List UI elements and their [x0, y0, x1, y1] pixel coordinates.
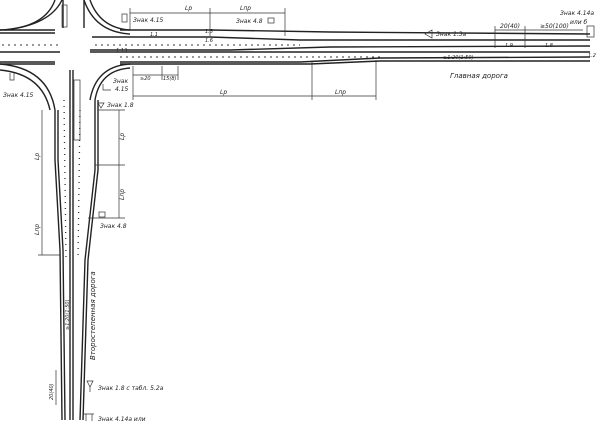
corner-top-right [89, 0, 131, 31]
label-sign-4-15-mid-num: 4.15 [115, 86, 129, 93]
label-sign-4-14a-bottom: Знак 4.14а или [98, 416, 146, 423]
secondary-right-edge [79, 100, 96, 421]
label-sign-1-8: Знак 1.8 [107, 102, 134, 109]
sign-4-14a-bottom-icon [84, 413, 94, 421]
corner-bottom-right [89, 63, 131, 101]
label-sign-4-15-mid: Знак [113, 78, 128, 85]
label-sign-1-8-tabl: Знак 1.8 с табл. 5.2а [98, 385, 164, 392]
label-taper-side: ≥1:20(1:50) [65, 299, 71, 330]
secondary-left-edge-2 [57, 110, 66, 421]
main-road-top-edge-right [120, 29, 591, 35]
sign-4-15-top-icon [121, 13, 128, 23]
marking-1-6: 1.6 [205, 38, 213, 44]
secondary-road [54, 70, 99, 421]
sign-1-3a-icon [424, 29, 433, 39]
label-lp-side-left: Lр [34, 153, 41, 160]
sign-4-8-side-icon [98, 211, 106, 218]
sign-4-15-left-icon [9, 73, 15, 81]
sign-1-8-tabl-icon [86, 380, 94, 392]
corner-top-right-2 [83, 0, 131, 35]
marking-1-13: 1.13 [116, 48, 127, 54]
sign-4-14a-icon [586, 25, 595, 38]
corner-bottom-right-2 [94, 67, 131, 101]
label-lpr-side: Lпр [119, 189, 126, 200]
label-secondary-road: Второстепенная дорога [89, 271, 97, 360]
label-sign-1-3a: Знак 1.3а [436, 31, 467, 38]
label-sign-4-15-top: Знак 4.15 [133, 17, 164, 24]
label-lpr-side-left: Lпр [34, 224, 41, 235]
sign-4-15-mid-icon [102, 84, 111, 91]
label-15-8: 15(8) [163, 76, 176, 82]
dimension-lines [38, 8, 583, 405]
intersection-corners [0, 0, 131, 111]
sign-1-8-icon [97, 102, 105, 109]
main-road-lane-line-1 [92, 36, 590, 41]
label-sign-4-8-top: Знак 4.8 [236, 18, 263, 25]
label-lpr-top: Lпр [240, 5, 251, 12]
label-ge-20: ≥20 [140, 76, 151, 82]
marking-1-9: 1.9 [505, 43, 513, 49]
marking-1-2: 1.2 [588, 53, 596, 59]
signs [9, 13, 595, 421]
sign-4-8-top-icon [267, 17, 275, 24]
main-road-bottom-lane [120, 56, 591, 63]
label-main-road: Главная дорога [450, 72, 508, 80]
main-road-center-right [90, 45, 591, 51]
labels: Lр Lпр Знак 4.15 Знак 4.8 Знак 1.3а 20(4… [3, 5, 596, 423]
secondary-left-edge [54, 110, 63, 421]
label-sign-4-14a: Знак 4.14а [560, 10, 594, 17]
island-secondary [73, 79, 81, 141]
marking-1-5: 1.5 [205, 29, 213, 35]
island-top [61, 4, 68, 28]
label-dim-20-40: 20(40) [500, 23, 520, 30]
label-lp-top: Lр [185, 5, 192, 12]
corner-bottom-left [0, 63, 56, 111]
label-lr-side: Lр [119, 133, 126, 140]
label-sign-4-8-side: Знак 4.8 [100, 223, 127, 230]
marking-1-1: 1.1 [150, 32, 158, 38]
main-road-bottom-edge [120, 60, 590, 65]
marking-1-8: 1.8 [545, 43, 553, 49]
label-taper: ≥1:20(1:50) [443, 55, 474, 61]
label-20-side: 20(40) [49, 383, 55, 400]
label-lpr-main: Lпр [335, 89, 346, 96]
main-road [0, 29, 591, 65]
label-sign-4-15-left: Знак 4.15 [3, 92, 34, 99]
label-lp-main: Lр [220, 89, 227, 96]
corner-top-left-2 [4, 0, 63, 31]
secondary-right-edge-2 [82, 100, 99, 421]
label-sign-4-14a-line2: или б [570, 19, 588, 26]
secondary-dotted-1 [63, 99, 67, 261]
label-dim-50-100: ≥50(100) [540, 23, 569, 30]
corner-bottom-left-2 [0, 69, 51, 111]
